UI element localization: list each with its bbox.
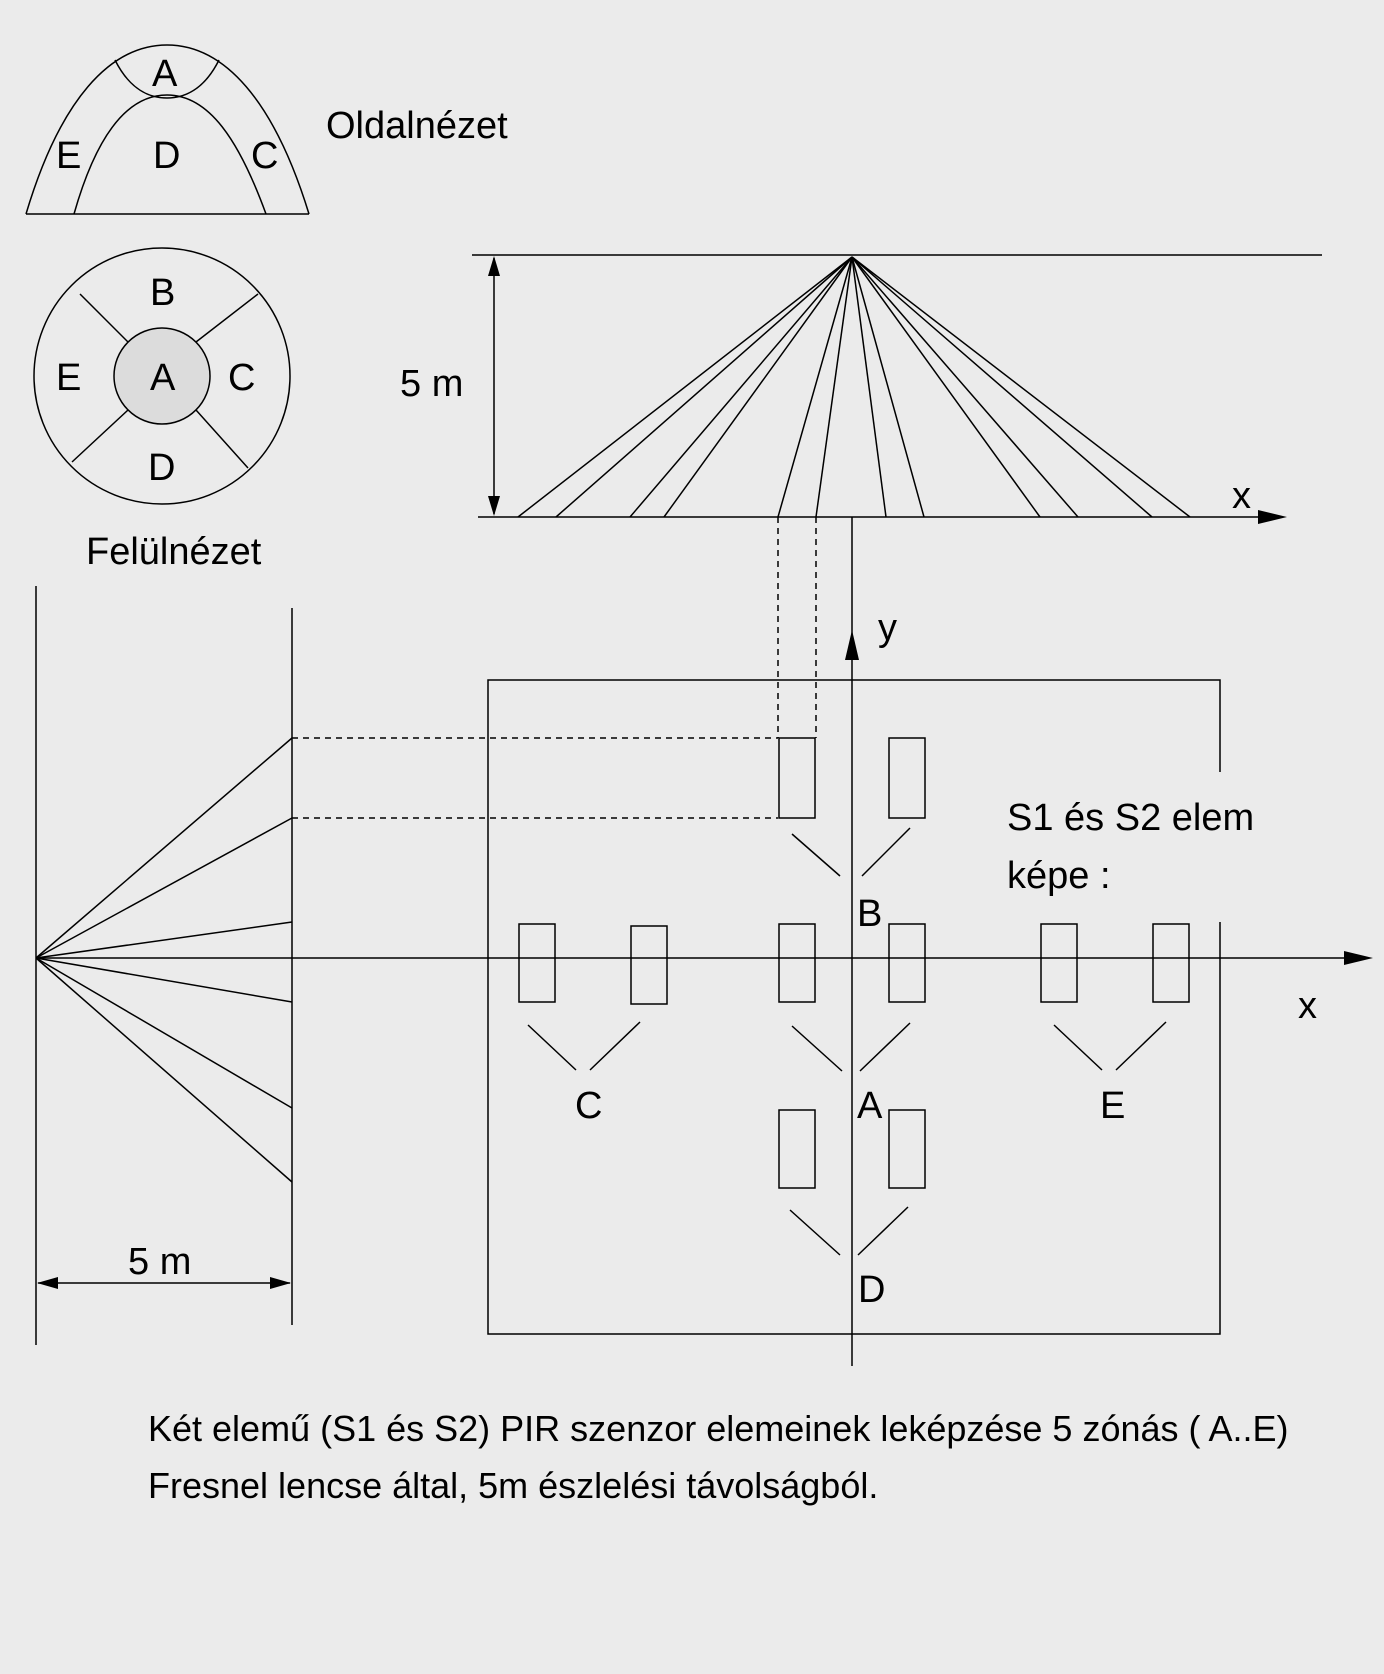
side-view-zone-a-arc bbox=[114, 59, 220, 99]
elevation-fan-rays bbox=[517, 256, 1191, 518]
side-view-zone-c: C bbox=[251, 135, 278, 177]
s2-element bbox=[888, 1109, 926, 1189]
fan-ray bbox=[851, 256, 1041, 518]
side-view-inner-arc bbox=[73, 94, 267, 215]
fan-ray bbox=[35, 957, 293, 1003]
top-view-divider bbox=[79, 293, 129, 343]
elevation-height-label: 5 m bbox=[400, 363, 463, 405]
zone-c-element-pair: C bbox=[518, 923, 668, 1127]
top-view-divider bbox=[195, 293, 259, 343]
s1-element bbox=[778, 923, 816, 1003]
element-image-label-line2: képe : bbox=[1007, 855, 1111, 897]
side-view-title: Oldalnézet bbox=[326, 105, 508, 147]
caption-line-1: Két elemű (S1 és S2) PIR szenzor elemein… bbox=[148, 1408, 1289, 1449]
v-mark bbox=[1115, 1021, 1167, 1071]
plan-view: x y S1 és S2 elem képe : B C bbox=[36, 517, 1373, 1366]
plan-zone-a: A bbox=[857, 1085, 883, 1127]
s2-element bbox=[888, 737, 926, 819]
top-view-divider bbox=[195, 409, 249, 469]
v-mark bbox=[789, 1209, 841, 1256]
fan-ray bbox=[815, 256, 853, 518]
top-view-zone-d: D bbox=[148, 447, 175, 489]
plan-zone-e: E bbox=[1100, 1085, 1125, 1127]
fan-ray bbox=[35, 817, 293, 959]
plan-x-label: x bbox=[1298, 985, 1317, 1027]
distance-arrow-right bbox=[270, 1277, 291, 1289]
fan-ray bbox=[35, 737, 293, 959]
fan-ray bbox=[35, 957, 293, 1109]
v-mark bbox=[1053, 1024, 1103, 1071]
fan-ray bbox=[851, 256, 1191, 518]
side-view-zone-d: D bbox=[153, 135, 180, 177]
caption: Két elemű (S1 és S2) PIR szenzor elemein… bbox=[148, 1400, 1298, 1514]
side-view-zone-a: A bbox=[152, 53, 178, 95]
fan-ray bbox=[629, 256, 853, 518]
side-view: A E D C Oldalnézet bbox=[25, 44, 508, 215]
fan-ray bbox=[851, 256, 1079, 518]
elevation-height-arrow-top bbox=[488, 256, 500, 276]
fan-ray bbox=[517, 256, 853, 518]
v-mark bbox=[589, 1021, 641, 1071]
fan-ray bbox=[35, 921, 293, 959]
top-view-inner-circle bbox=[113, 327, 211, 425]
top-view: B A E C D Felülnézet bbox=[33, 247, 291, 573]
s1-element bbox=[778, 1109, 816, 1189]
top-view-outer-circle bbox=[33, 247, 291, 505]
zone-e-element-pair: E bbox=[1040, 923, 1190, 1127]
plan-frame bbox=[487, 679, 1221, 1335]
v-mark bbox=[859, 1022, 911, 1072]
zone-d-element-pair: D bbox=[778, 1109, 926, 1311]
side-fan-view: 5 m bbox=[35, 586, 778, 1345]
distance-arrow-left bbox=[37, 1277, 58, 1289]
side-view-outer-arc bbox=[25, 44, 310, 215]
top-view-title: Felülnézet bbox=[86, 531, 262, 573]
fan-ray bbox=[851, 256, 925, 518]
elevation-height-arrow-bottom bbox=[488, 496, 500, 516]
fan-ray bbox=[777, 256, 853, 518]
plan-x-arrowhead bbox=[1344, 951, 1373, 965]
top-view-divider bbox=[71, 409, 129, 463]
zone-a-element-pair: A bbox=[778, 923, 926, 1127]
elevation-view: 5 m x bbox=[400, 254, 1322, 738]
s2-element bbox=[630, 925, 668, 1005]
v-mark bbox=[791, 1025, 843, 1072]
top-view-zone-a: A bbox=[150, 357, 176, 399]
s2-element bbox=[1152, 923, 1190, 1003]
s2-element bbox=[888, 923, 926, 1003]
side-view-zone-e: E bbox=[56, 135, 81, 177]
fan-ray bbox=[35, 957, 293, 1183]
top-view-zone-b: B bbox=[150, 272, 175, 314]
s1-element bbox=[778, 737, 816, 819]
distance-label: 5 m bbox=[128, 1241, 191, 1283]
element-image-label-line1: S1 és S2 elem bbox=[1007, 797, 1254, 839]
caption-line-2: Fresnel lencse által, 5m észlelési távol… bbox=[148, 1465, 879, 1506]
elevation-x-arrowhead bbox=[1258, 510, 1287, 524]
fan-ray bbox=[851, 256, 887, 518]
fan-ray bbox=[663, 256, 853, 518]
plan-zone-b: B bbox=[857, 893, 882, 935]
fan-ray bbox=[555, 256, 853, 518]
v-mark bbox=[857, 1206, 909, 1256]
v-mark bbox=[527, 1024, 577, 1071]
top-view-zone-c: C bbox=[228, 357, 255, 399]
plan-zone-c: C bbox=[575, 1085, 602, 1127]
v-mark bbox=[791, 833, 841, 877]
plan-y-arrowhead bbox=[845, 630, 859, 660]
plan-y-label: y bbox=[878, 607, 897, 649]
top-view-zone-e: E bbox=[56, 357, 81, 399]
fan-ray bbox=[851, 256, 1153, 518]
zone-b-element-pair: B bbox=[778, 737, 926, 935]
s1-element bbox=[1040, 923, 1078, 1003]
s1-element bbox=[518, 923, 556, 1003]
elevation-x-label: x bbox=[1232, 475, 1251, 517]
plan-zone-d: D bbox=[858, 1269, 885, 1311]
v-mark bbox=[861, 827, 911, 877]
